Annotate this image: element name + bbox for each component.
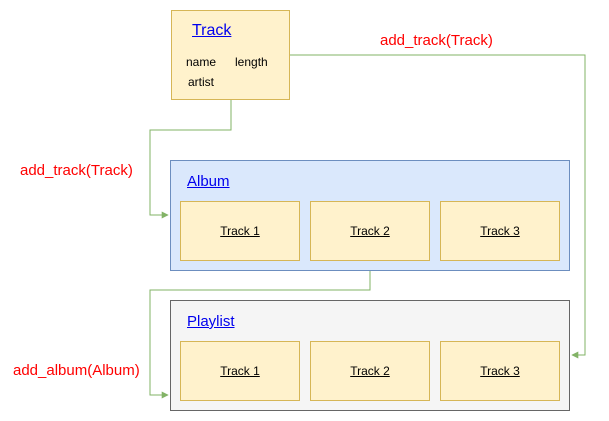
track-attr-length: length — [235, 55, 268, 69]
track-node-title[interactable]: Track — [192, 22, 232, 39]
track-attr-name: name — [186, 55, 217, 69]
playlist-track-slot[interactable]: Track 1 — [180, 341, 300, 401]
album-track-slot[interactable]: Track 3 — [440, 201, 560, 261]
edge-track-to-playlist — [290, 54, 586, 359]
playlist-track-slot[interactable]: Track 2 — [310, 341, 430, 401]
edge-album-to-playlist — [149, 271, 371, 399]
edge-label-track-to-playlist: add_track(Track) — [380, 32, 493, 49]
edge-track-to-album — [149, 100, 232, 219]
playlist-track-slot[interactable]: Track 3 — [440, 341, 560, 401]
edge-label-album-to-playlist: add_album(Album) — [13, 362, 140, 379]
playlist-container[interactable]: Playlist Track 1 Track 2 Track 3 — [170, 300, 570, 411]
track-node[interactable]: Track name length artist — [171, 10, 290, 100]
playlist-title[interactable]: Playlist — [187, 313, 235, 330]
album-title[interactable]: Album — [187, 173, 230, 190]
edge-label-track-to-album: add_track(Track) — [20, 162, 133, 179]
album-track-slot[interactable]: Track 1 — [180, 201, 300, 261]
album-track-slot[interactable]: Track 2 — [310, 201, 430, 261]
album-container[interactable]: Album Track 1 Track 2 Track 3 — [170, 160, 570, 271]
track-attr-artist: artist — [188, 75, 215, 89]
